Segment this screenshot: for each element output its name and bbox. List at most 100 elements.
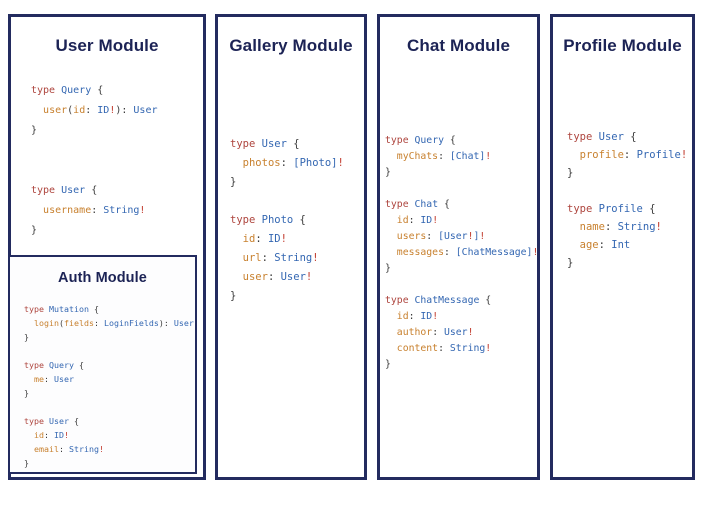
code-token-ty: ID <box>420 215 433 226</box>
code-token-pl: } <box>385 359 391 370</box>
code-line: photos: [Photo]! <box>230 154 344 173</box>
code-token-ty: [ChatMessage] <box>455 247 533 258</box>
code-token-pl: } <box>24 458 29 468</box>
code-token-pl: } <box>567 257 574 269</box>
code-token-pl: } <box>567 167 574 179</box>
code-line: } <box>230 173 344 192</box>
code-token-ty: String <box>449 343 486 354</box>
code-token-fd: author <box>396 327 433 338</box>
code-token-bg: ! <box>109 105 116 116</box>
code-token-bg: ! <box>680 149 688 161</box>
code-line: type Query { <box>24 358 194 372</box>
code-line: } <box>385 261 538 277</box>
code-token-pl <box>385 327 397 338</box>
code-token-bg: ! <box>98 444 104 454</box>
code-token-bg: ! <box>655 221 662 233</box>
user-module-title: User Module <box>55 36 159 55</box>
code-token-pl <box>385 343 397 354</box>
code-token-bg: ! <box>467 231 474 242</box>
code-token-ty: User <box>133 105 158 116</box>
code-token-ty: ChatMessage <box>414 295 480 306</box>
code-token-kw: type <box>230 138 256 150</box>
code-line: messages: [ChatMessage]! <box>385 245 539 261</box>
code-line <box>31 141 158 161</box>
code-line <box>31 161 158 181</box>
panel-profile-module: Profile Module type User { profile: Prof… <box>550 14 695 480</box>
user-module-code: type Query { user(id: ID!): User} type U… <box>31 81 158 241</box>
code-token-pl: : <box>267 271 281 283</box>
code-token-pl: { <box>91 85 104 96</box>
code-token-pl <box>385 215 397 226</box>
code-line: } <box>24 456 194 470</box>
code-token-ty: Profile <box>636 149 681 161</box>
code-token-ty: String <box>103 205 140 216</box>
code-token-bg: ! <box>532 247 539 258</box>
code-token-ty: Profile <box>598 203 643 215</box>
code-token-pl <box>24 444 34 454</box>
code-token-pl: : <box>604 221 618 233</box>
code-token-kw: type <box>567 203 593 215</box>
code-line <box>230 192 344 211</box>
code-line: login(fields: LoginFields): User <box>24 316 194 330</box>
code-line: id: ID! <box>385 213 538 229</box>
code-line: user(id: ID!): User <box>31 101 158 121</box>
code-token-kw: type <box>385 295 409 306</box>
code-token-pl: { <box>479 295 492 306</box>
code-token-pl <box>230 157 243 169</box>
code-line: } <box>24 330 194 344</box>
code-token-ty: User <box>54 374 74 384</box>
code-token-ty: User <box>173 318 194 328</box>
code-token-pl: : <box>280 157 294 169</box>
code-token-ty: [Photo] <box>293 157 338 169</box>
code-token-ty: User <box>261 138 287 150</box>
code-token-ty: ID <box>97 105 110 116</box>
code-token-pl: { <box>438 199 450 210</box>
profile-module-title: Profile Module <box>563 36 682 55</box>
code-line: } <box>567 254 687 272</box>
panel-auth-module: Auth Module type Mutation { login(fields… <box>8 255 197 474</box>
code-token-fd: id <box>396 215 409 226</box>
code-token-ty: Int <box>611 239 631 251</box>
code-token-pl: : <box>44 430 54 440</box>
code-token-pl: : <box>426 231 439 242</box>
code-token-pl: ( <box>58 318 64 328</box>
code-token-ty: String <box>274 252 313 264</box>
code-line: } <box>31 121 158 141</box>
code-line: type User { <box>24 414 194 428</box>
code-line: type Photo { <box>230 211 344 230</box>
gallery-module-title: Gallery Module <box>229 36 353 55</box>
code-line: type Query { <box>385 133 538 149</box>
code-token-ty: Mutation <box>48 304 89 314</box>
code-token-fd: age <box>579 239 599 251</box>
code-token-fd: id <box>34 430 44 440</box>
code-token-pl: { <box>68 416 79 426</box>
code-token-pl: { <box>85 185 98 196</box>
code-line: users: [User!]! <box>385 229 538 245</box>
code-line: type ChatMessage { <box>385 293 538 309</box>
code-token-ty: String <box>617 221 656 233</box>
code-token-pl <box>31 205 43 216</box>
code-line <box>24 344 194 358</box>
code-line: username: String! <box>31 201 158 221</box>
code-token-pl: ): <box>115 105 134 116</box>
code-line: type User { <box>567 128 687 146</box>
code-token-pl: : <box>85 105 98 116</box>
code-token-pl: } <box>31 125 38 136</box>
code-token-pl: : <box>91 205 104 216</box>
code-token-fd: url <box>242 252 262 264</box>
code-token-kw: type <box>24 416 44 426</box>
auth-module-code: type Mutation { login(fields: LoginField… <box>24 302 194 470</box>
code-line: type Chat { <box>385 197 538 213</box>
code-token-bg: ! <box>305 271 313 283</box>
code-token-pl: { <box>642 203 656 215</box>
code-token-pl <box>31 105 43 116</box>
code-token-pl: : <box>93 318 104 328</box>
code-token-pl: : <box>261 252 275 264</box>
code-line: } <box>385 357 538 373</box>
code-token-fd: photos <box>242 157 281 169</box>
gallery-module-code: type User { photos: [Photo]!} type Photo… <box>230 135 344 306</box>
code-token-fd: username <box>43 205 92 216</box>
code-token-fd: user <box>242 271 268 283</box>
code-line: } <box>31 221 158 241</box>
